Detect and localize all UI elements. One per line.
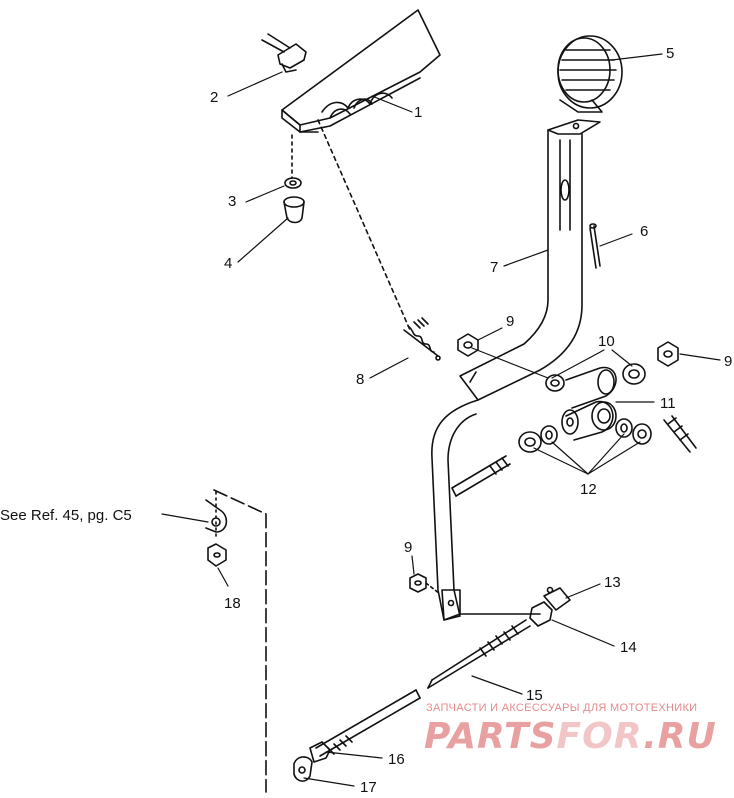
callout-11: 11 [660, 395, 676, 412]
nut-lower [409, 573, 441, 595]
nut-right [657, 341, 679, 367]
bushing-assembly [518, 363, 697, 453]
watermark-logo-left: PARTS [424, 716, 557, 757]
spring [317, 119, 441, 361]
pedal-pad [557, 35, 623, 113]
callout-1: 1 [414, 104, 423, 121]
leader-lines [161, 53, 721, 787]
washer-bumper [283, 134, 305, 224]
pin [589, 223, 601, 269]
watermark-logo: PARTSFOR.RU [424, 716, 717, 757]
bracket-plate [281, 9, 441, 133]
callout-17: 17 [360, 779, 377, 796]
callout-12: 12 [580, 481, 597, 498]
nut-upper [457, 333, 479, 357]
pedal-arm [459, 119, 601, 401]
callout-5: 5 [666, 45, 675, 62]
reference-bracket [205, 489, 267, 793]
callout-18: 18 [224, 595, 241, 612]
callout-9-right: 9 [724, 353, 733, 370]
callout-2: 2 [210, 89, 219, 106]
callout-8: 8 [356, 371, 365, 388]
callout-7: 7 [490, 259, 499, 276]
callout-9-upper: 9 [506, 313, 515, 330]
watermark-tagline: ЗАПЧАСТИ И АКСЕССУАРЫ ДЛЯ МОТОТЕХНИКИ [426, 702, 698, 714]
callout-4: 4 [224, 255, 233, 272]
callout-ref: See Ref. 45, pg. C5 [0, 507, 132, 524]
callout-14: 14 [620, 639, 637, 656]
callout-10: 10 [598, 333, 615, 350]
linkage-rod [427, 586, 571, 689]
pedal-shaft [431, 399, 479, 621]
callout-15: 15 [526, 687, 543, 704]
callout-6: 6 [640, 223, 649, 240]
watermark-logo-mid: FOR [556, 716, 644, 757]
callout-13: 13 [604, 574, 621, 591]
callout-9-lower: 9 [404, 539, 413, 556]
callout-16: 16 [388, 751, 405, 768]
watermark-logo-right: .RU [643, 716, 717, 757]
switch [261, 33, 307, 73]
pivot-bolt [451, 455, 511, 497]
lower-rod-end [293, 689, 421, 782]
callout-3: 3 [228, 193, 237, 210]
